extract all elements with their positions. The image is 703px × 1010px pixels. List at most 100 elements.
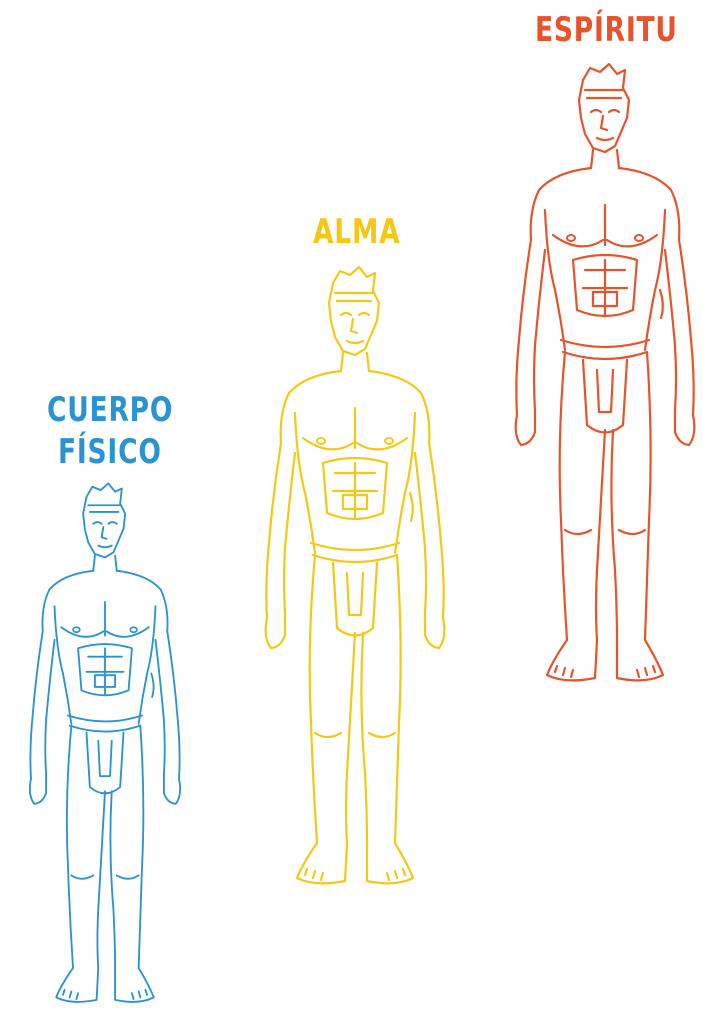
figure-outline-stroke [607, 235, 657, 246]
figure-outline-stroke [155, 640, 164, 775]
figure-outline-stroke [139, 726, 144, 968]
figure-outline-stroke [563, 668, 565, 675]
figure-outline-stroke [97, 791, 105, 968]
figure-outline-stroke [117, 571, 168, 632]
figure-outline-stroke [534, 250, 545, 410]
figure-outline-stroke [675, 410, 694, 445]
figure-outline-stroke [313, 555, 397, 562]
figure-nipple-mark [635, 235, 643, 241]
figure-outline-stroke [619, 168, 679, 240]
figure-outline-stroke [563, 352, 647, 359]
figure-outline-stroke [61, 627, 103, 637]
figure-outline-stroke [93, 522, 101, 524]
figure-outline-stroke [347, 573, 363, 615]
figure-outline-stroke [403, 869, 405, 875]
figure-outline-stroke [665, 250, 676, 410]
figure-outline-stroke [425, 613, 444, 648]
figure-outline-stroke [86, 732, 123, 793]
figure-outline-stroke [45, 640, 54, 775]
figure-outline-stroke [30, 631, 42, 778]
figure-outline-stroke [601, 116, 607, 130]
figure-outline-stroke [560, 352, 567, 640]
label-alma: ALMA [313, 212, 400, 252]
figure-outline-stroke [531, 168, 591, 240]
figure-alma [255, 258, 455, 898]
figure-outline-stroke [351, 319, 357, 333]
figure-outline-stroke [361, 633, 367, 843]
figure-outline-stroke [617, 150, 619, 168]
figure-outline-stroke [516, 410, 535, 445]
figure-outline-stroke [63, 990, 65, 995]
figure-outline-stroke [561, 340, 649, 347]
figure-outline-stroke [367, 843, 413, 883]
figure-outline-stroke [108, 522, 116, 524]
figure-outline-stroke [67, 726, 73, 968]
figure-outline-stroke [98, 546, 111, 548]
figure-outline-stroke [597, 370, 613, 412]
figure-outline-stroke [395, 555, 401, 843]
figure-outline-stroke [410, 493, 413, 521]
figure-nipple-mark [73, 627, 80, 632]
figure-outline-stroke [329, 267, 379, 355]
figure-outline-stroke [609, 110, 619, 112]
figure-outline-stroke [295, 413, 315, 553]
figure-outline-stroke [266, 613, 285, 648]
figure-outline-stroke [70, 726, 141, 732]
figure-outline-stroke [369, 371, 429, 443]
figure-outline-stroke [98, 741, 111, 776]
figure-outline-stroke [83, 483, 125, 557]
figure-outline-stroke [284, 453, 295, 613]
figure-outline-stroke [645, 668, 647, 675]
figure-outline-stroke [315, 733, 341, 737]
figure-outline-stroke [583, 360, 627, 433]
figure-espiritu [505, 55, 703, 695]
figure-cuerpo [0, 480, 210, 1010]
figure-outline-stroke [429, 443, 444, 618]
figure-outline-stroke [591, 110, 601, 112]
figure-outline-stroke [151, 673, 153, 697]
figure-outline-stroke [591, 150, 593, 168]
figure-outline-stroke [70, 991, 72, 997]
figure-outline-stroke [132, 993, 134, 999]
figure-outline-stroke [115, 968, 154, 1002]
figure-outline-stroke [145, 990, 147, 995]
figure-outline-stroke [367, 353, 369, 371]
figure-outline-stroke [571, 670, 573, 677]
figure-outline-stroke [117, 875, 139, 878]
figure-outline-stroke [645, 210, 665, 350]
figure-outline-stroke [311, 543, 399, 550]
figure-outline-stroke [545, 210, 565, 350]
figure-outline-stroke [71, 875, 93, 878]
figure-outline-stroke [102, 527, 107, 539]
label-espiritu: ESPÍRITU [535, 10, 678, 50]
label-cuerpo-line2: FÍSICO [58, 432, 162, 472]
figure-nipple-mark [567, 235, 575, 241]
figure-outline-stroke [597, 138, 613, 140]
figure-outline-stroke [619, 530, 645, 534]
figure-outline-stroke [357, 438, 407, 449]
figure-outline-stroke [660, 290, 663, 318]
figure-outline-stroke [347, 341, 363, 343]
figure-outline-stroke [395, 871, 397, 878]
figure-outline-stroke [516, 240, 531, 415]
figure-outline-stroke [359, 313, 369, 315]
figure-outline-stroke [653, 666, 655, 672]
figure-outline-stroke [637, 670, 639, 677]
figure-outline-stroke [281, 371, 341, 443]
figure-outline-stroke [110, 791, 115, 968]
figure-outline-stroke [310, 555, 317, 843]
figure-outline-stroke [93, 556, 95, 571]
figure-outline-stroke [164, 774, 180, 803]
figure-outline-stroke [333, 563, 377, 636]
figure-outline-stroke [346, 633, 355, 843]
figure-nipple-mark [130, 627, 137, 632]
figure-outline-stroke [579, 64, 629, 152]
figure-outline-stroke [341, 313, 351, 315]
figure-outline-stroke [139, 991, 141, 997]
figure-outline-stroke [115, 556, 117, 571]
figure-outline-stroke [596, 430, 605, 640]
figure-outline-stroke [139, 606, 156, 724]
figure-outline-stroke [617, 640, 663, 680]
figure-outline-stroke [553, 235, 603, 246]
figure-outline-stroke [55, 606, 72, 724]
